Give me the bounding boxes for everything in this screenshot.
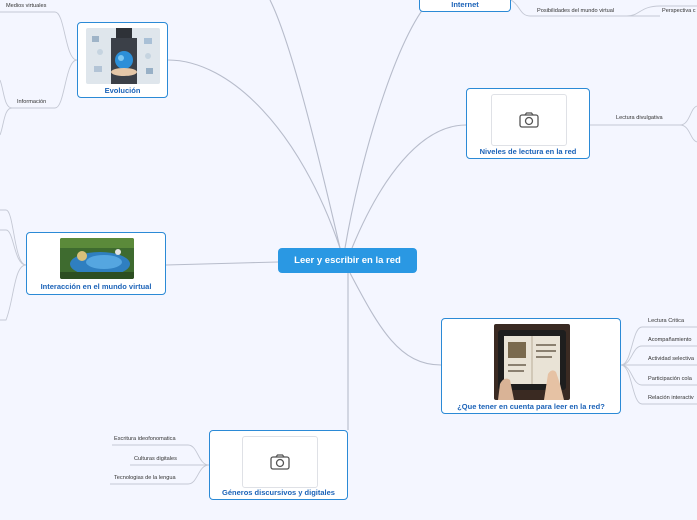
connector-participacion (620, 364, 697, 386)
connector-left-stub-2 (0, 107, 13, 136)
connector-internet-top (626, 5, 697, 17)
connector-interaccion (165, 261, 279, 266)
leaf-informacion[interactable]: Información (17, 99, 47, 105)
connector-niveles-out-2 (679, 124, 697, 143)
leaf-lectura-divulgativa[interactable]: Lectura divulgativa (616, 115, 663, 121)
leaf-lectura-critica[interactable]: Lectura Critica (648, 318, 685, 324)
connector-top-left (269, 0, 341, 249)
connector-lectura-critica (620, 326, 697, 366)
connector-informacion (12, 59, 78, 109)
node-interaccion-title: Interacción en el mundo virtual (40, 282, 152, 291)
globe-hand-icon (86, 28, 160, 84)
node-generos-title: Géneros discursivos y digitales (222, 488, 335, 497)
image-placeholder (242, 436, 318, 488)
connector-acompanamiento (620, 345, 697, 366)
node-que-tener-title: ¿Que tener en cuenta para leer en la red… (457, 402, 605, 411)
leaf-culturas-digitales[interactable]: Culturas digitales (134, 456, 177, 462)
connector-niveles-out (679, 105, 697, 126)
node-internet-title: Internet (451, 0, 479, 9)
node-que-tener[interactable]: ¿Que tener en cuenta para leer en la red… (441, 318, 621, 414)
camera-icon (270, 454, 290, 470)
node-generos[interactable]: Géneros discursivos y digitales (209, 430, 348, 500)
connector-escritura (112, 444, 210, 466)
leaf-participacion[interactable]: Participación cola (648, 376, 692, 382)
camera-icon (519, 112, 539, 128)
node-evolucion-title: Evolución (104, 86, 141, 95)
tablet-reading-icon (494, 324, 570, 400)
connector-que-tener (349, 272, 442, 366)
connector-relacion (620, 364, 697, 405)
leaf-relacion-interactiva[interactable]: Relación interactiv (648, 395, 694, 401)
node-interaccion[interactable]: Interacción en el mundo virtual (26, 232, 166, 295)
leaf-medios-virtuales[interactable]: Medios virtuales (6, 3, 47, 9)
connector-internet (344, 0, 431, 249)
connector-interaccion-left (0, 209, 27, 266)
leaf-acompanamiento[interactable]: Acompañamiento (648, 337, 692, 343)
leaf-perspectiva[interactable]: Perspectiva c (662, 8, 696, 14)
leaf-posibilidades[interactable]: Posibilidades del mundo virtual (537, 8, 615, 14)
node-niveles-title: Niveles de lectura en la red (479, 147, 577, 156)
connector-medios-virtuales (0, 11, 78, 61)
connector-tecnologias (110, 464, 210, 485)
leaf-escritura-ideofonomatica[interactable]: Escritura ideofonomatica (114, 436, 176, 442)
connector-interaccion-left-2 (0, 229, 27, 266)
node-evolucion[interactable]: Evolución (77, 22, 168, 98)
connector-evolucion (167, 59, 341, 249)
central-topic[interactable]: Leer y escribir en la red (278, 248, 417, 273)
image-placeholder (491, 94, 567, 146)
leaf-actividad-selectiva[interactable]: Actividad selectiva (648, 356, 695, 362)
node-niveles[interactable]: Niveles de lectura en la red (466, 88, 590, 159)
node-internet[interactable]: Internet (419, 0, 511, 12)
connector-left-stub (0, 79, 13, 109)
connector-posibilidades (510, 0, 627, 17)
water-scene-icon (60, 238, 134, 279)
leaf-tecnologias-lengua[interactable]: Tecnologias de la lengua (114, 475, 176, 481)
connector-interaccion-left-3 (0, 264, 27, 321)
connector-niveles (351, 124, 467, 249)
